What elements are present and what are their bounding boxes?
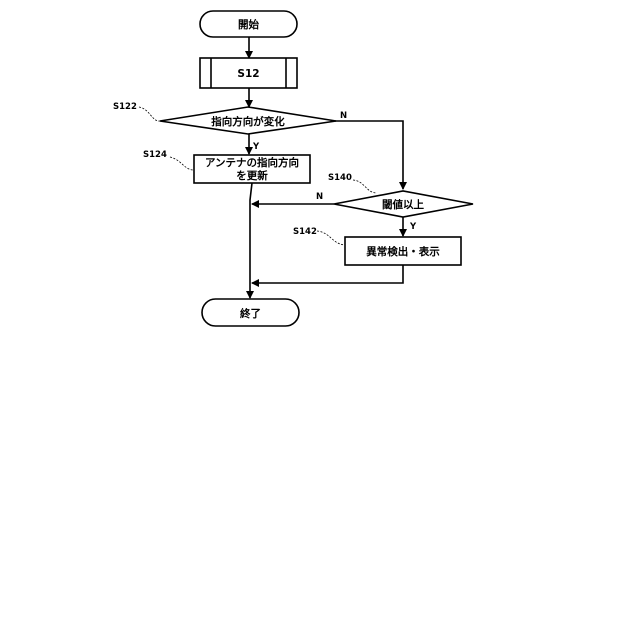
leader-s142 (317, 231, 345, 245)
branch-label-direction-yes: Y (252, 142, 260, 152)
step-label-s140: S140 (328, 173, 352, 183)
connector-update-end (250, 183, 252, 298)
branch-label-direction-no: N (340, 111, 347, 121)
step-label-s124: S124 (143, 150, 167, 160)
leader-s122 (139, 107, 160, 121)
update-direction-text-line1: アンテナの指向方向 (205, 156, 299, 169)
leader-s124 (170, 157, 194, 170)
start-text: 開始 (238, 18, 259, 31)
connector-detect-end (252, 265, 403, 283)
step-label-s142: S142 (293, 227, 317, 237)
leader-s140 (353, 180, 377, 193)
s12-text: S12 (237, 68, 259, 80)
anomaly-detect-text: 異常検出・表示 (366, 245, 440, 258)
decision-threshold-text: 閾値以上 (382, 198, 424, 211)
branch-label-threshold-no: N (316, 192, 323, 202)
decision-direction-text: 指向方向が変化 (211, 115, 285, 128)
end-text: 終了 (240, 307, 261, 320)
step-label-s122: S122 (113, 102, 137, 112)
update-direction-text-line2: を更新 (236, 169, 268, 182)
branch-label-threshold-yes: Y (409, 222, 417, 232)
